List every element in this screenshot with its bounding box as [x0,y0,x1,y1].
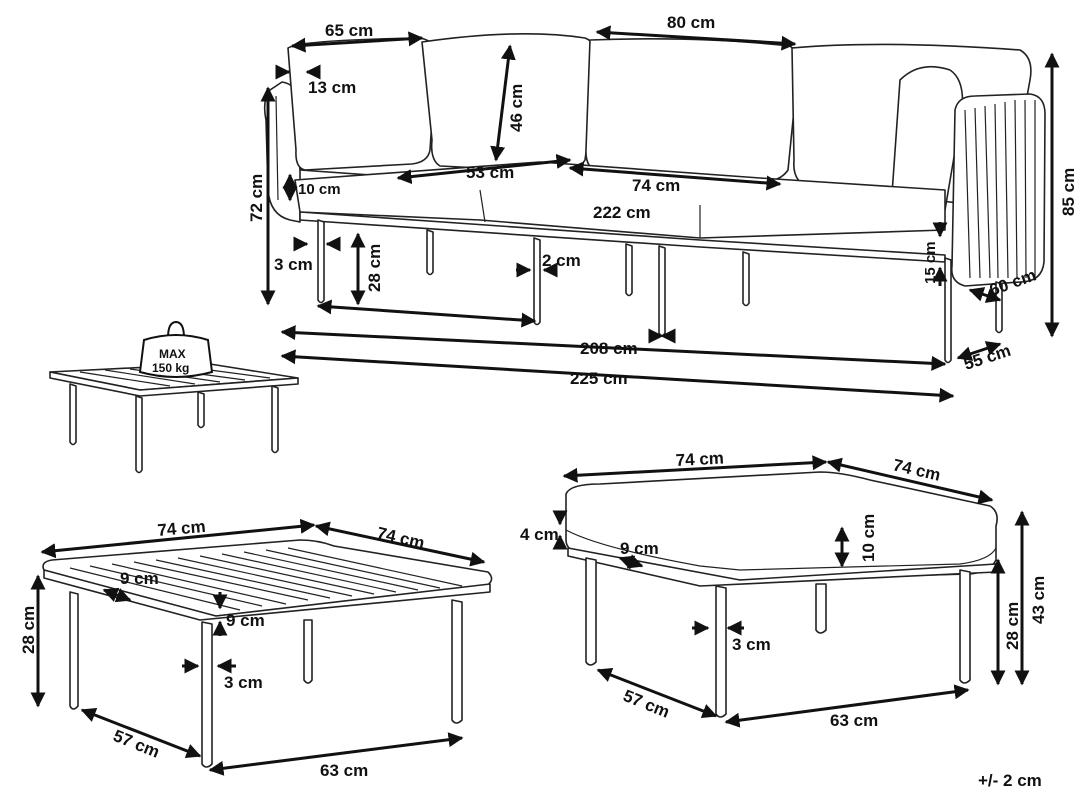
ottoman-dim-28: 28 cm [1003,602,1022,650]
ottoman-drawing [565,471,998,718]
table-dim-3: 3 cm [224,673,263,692]
ottoman-dim-3: 3 cm [732,635,771,654]
coffee-table-dimension-labels: 74 cm 74 cm 9 cm 9 cm 28 cm 3 cm 57 cm 6… [19,517,426,780]
dim-74: 74 cm [632,176,680,195]
dim-2: 2 cm [542,251,581,270]
dim-80: 80 cm [667,13,715,32]
table-dim-63: 63 cm [320,761,368,780]
dim-3: 3 cm [274,255,313,274]
ottoman-dim-57: 57 cm [621,686,673,722]
table-dim-74a: 74 cm [157,517,207,540]
dim-208: 208 cm [580,339,638,358]
back-cushion-left [287,37,438,171]
dim-53: 53 cm [466,163,514,182]
dim-13: 13 cm [308,78,356,97]
ottoman-dim-4: 4 cm [520,525,559,544]
side-table-load-drawing [49,363,299,474]
load-badge-max: MAX [159,347,186,361]
back-cushion-center [585,38,800,183]
ottoman-dim-74b: 74 cm [891,455,942,484]
ottoman-dim-9: 9 cm [620,539,659,558]
dim-72: 72 cm [247,174,266,222]
coffee-table-dimension-lines [30,518,486,776]
sofa-dimension-labels: 65 cm 80 cm 13 cm 46 cm 72 cm 10 cm 53 c… [247,13,1078,388]
coffee-table-drawing [42,539,493,768]
dim-85: 85 cm [1059,168,1078,216]
load-badge-weight: 150 kg [152,361,189,375]
dim-225: 225 cm [570,369,628,388]
ottoman-dim-10: 10 cm [859,514,878,562]
ottoman-dim-63: 63 cm [830,711,878,730]
dim-46: 46 cm [507,84,526,132]
tolerance-note: +/- 2 cm [978,771,1042,790]
dim-15: 15 cm [922,241,939,284]
ottoman-dim-43: 43 cm [1029,576,1048,624]
dim-10: 10 cm [298,181,341,198]
dim-222: 222 cm [593,203,651,222]
dim-28: 28 cm [365,244,384,292]
rope-armrest [950,93,1046,287]
table-dim-9b: 9 cm [226,611,265,630]
table-dim-74b: 74 cm [375,523,426,552]
dim-65: 65 cm [325,21,373,40]
ottoman-dimension-lines [552,455,1030,728]
table-dim-28: 28 cm [19,606,38,654]
sofa-drawing [263,33,1046,364]
max-load-badge: MAX 150 kg [138,320,214,378]
dim-55: 55 cm [961,341,1013,374]
ottoman-dim-74a: 74 cm [675,448,724,469]
sofa-dimension-lines [260,25,1060,403]
table-dim-9a: 9 cm [120,569,159,588]
